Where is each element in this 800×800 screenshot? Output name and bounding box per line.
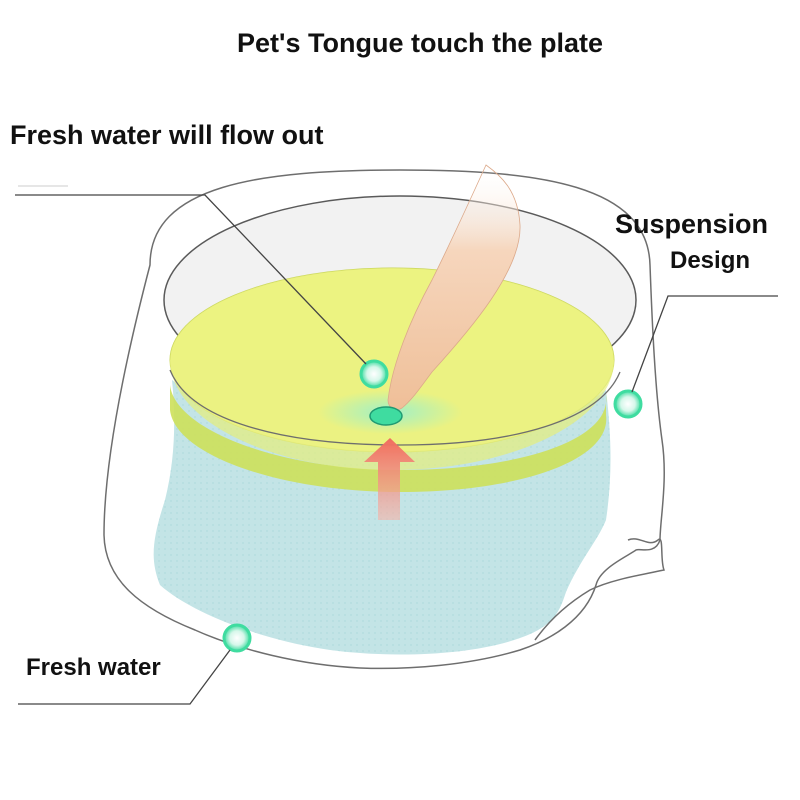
pet-tongue-illustration bbox=[387, 164, 521, 410]
fresh-water-marker bbox=[222, 623, 252, 653]
callout-fresh-water-flow-out: Fresh water will flow out bbox=[10, 120, 324, 150]
bowl-right-contour bbox=[534, 538, 666, 641]
valve-marker bbox=[369, 406, 403, 426]
floating-plate-rim bbox=[170, 385, 607, 492]
callout-fresh-water: Fresh water bbox=[26, 654, 161, 681]
up-arrow-icon bbox=[364, 438, 415, 520]
flow-out-marker bbox=[359, 359, 389, 389]
callout-suspension: Suspension bbox=[615, 209, 769, 239]
diagram-title: Pet's Tongue touch the plate bbox=[237, 28, 603, 58]
callout-leader-lines bbox=[15, 194, 778, 705]
callout-design: Design bbox=[670, 247, 751, 274]
suspension-marker bbox=[613, 389, 643, 419]
